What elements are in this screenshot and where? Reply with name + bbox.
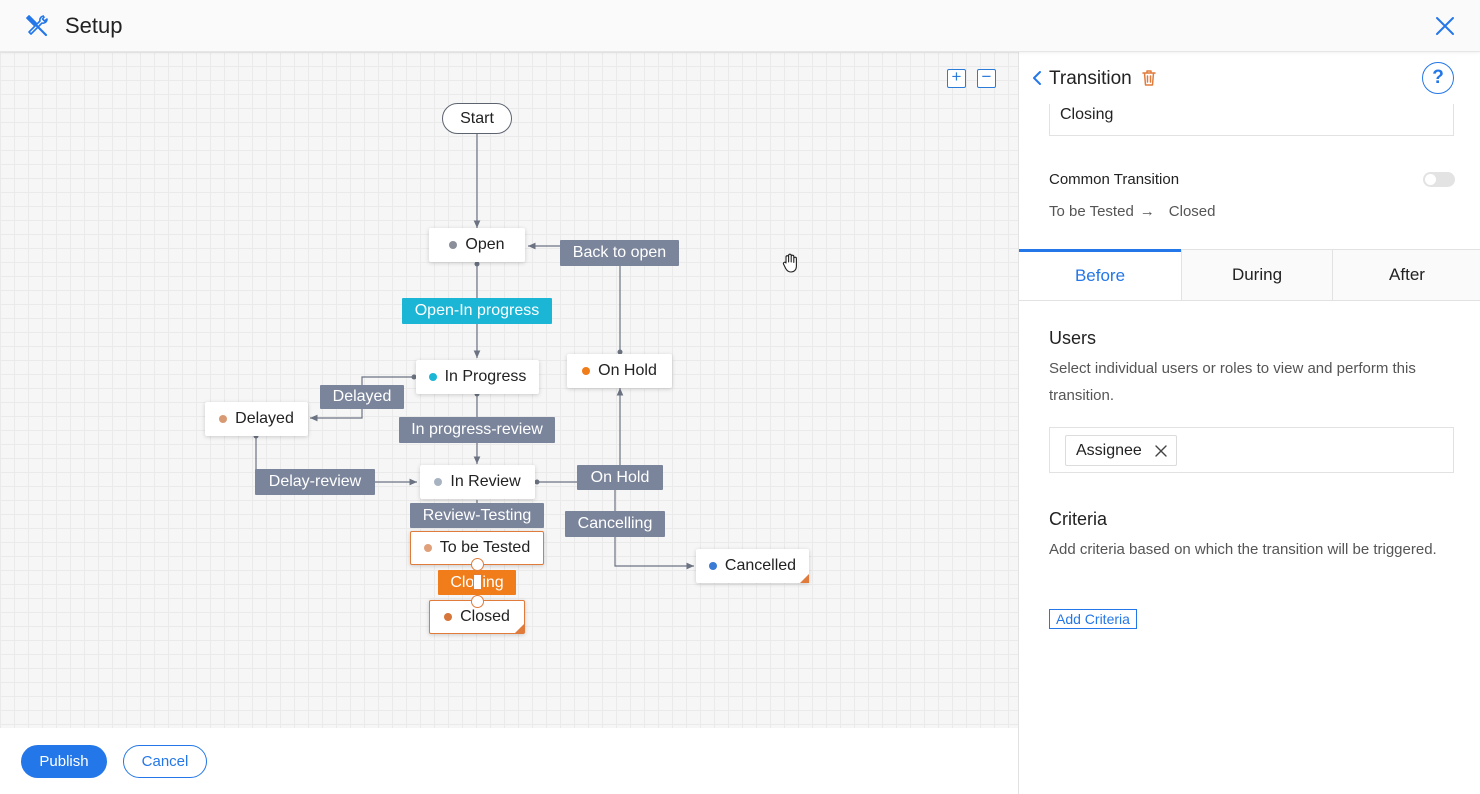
users-description: Select individual users or roles to view… xyxy=(1049,360,1416,404)
state-delayed[interactable]: Delayed xyxy=(205,402,308,436)
transition-panel: Closing Transition ? Common Transition T… xyxy=(1018,52,1480,794)
state-open[interactable]: Open xyxy=(429,228,525,262)
remove-icon[interactable] xyxy=(1154,444,1168,458)
common-transition-toggle[interactable] xyxy=(1423,172,1455,187)
status-dot xyxy=(428,373,437,381)
status-dot xyxy=(449,241,458,249)
cancel-button[interactable]: Cancel xyxy=(123,745,207,778)
state-label: Cancelled xyxy=(724,557,797,574)
transition-name-field[interactable]: Closing xyxy=(1049,98,1454,136)
panel-header: Transition ? xyxy=(1019,52,1480,104)
zoom-in-button[interactable]: + xyxy=(947,68,966,88)
help-icon[interactable]: ? xyxy=(1422,62,1454,94)
state-label: In Progress xyxy=(444,368,527,385)
user-chip: Assignee xyxy=(1065,435,1177,466)
route-from: To be Tested xyxy=(1049,203,1134,220)
connector-drag-handle[interactable] xyxy=(473,574,482,590)
transition-open-in-progress[interactable]: Open-In progress xyxy=(402,298,552,324)
transition-review-testing[interactable]: Review-Testing xyxy=(410,503,544,528)
zoom-out-button[interactable]: − xyxy=(977,68,996,88)
transition-back-to-open[interactable]: Back to open xyxy=(560,240,679,266)
connector-handle-top[interactable] xyxy=(471,558,484,571)
footer-bar: Publish Cancel xyxy=(0,728,1018,794)
add-criteria-button[interactable]: Add Criteria xyxy=(1049,609,1137,629)
state-label: To be Tested xyxy=(439,539,531,556)
status-dot xyxy=(434,478,443,486)
page-title: Setup xyxy=(65,13,123,38)
status-dot xyxy=(444,613,453,621)
publish-button[interactable]: Publish xyxy=(21,745,107,778)
toggle-knob xyxy=(1425,174,1436,185)
setup-header: Setup xyxy=(0,0,1480,52)
transition-cancelling[interactable]: Cancelling xyxy=(565,511,665,537)
tab-after[interactable]: After xyxy=(1332,250,1480,300)
state-in-review[interactable]: In Review xyxy=(420,465,535,499)
arrow-right-icon: → xyxy=(1139,203,1155,220)
common-transition-label: Common Transition xyxy=(1049,171,1180,188)
tab-before[interactable]: Before xyxy=(1019,249,1181,299)
start-node[interactable]: Start xyxy=(442,103,512,134)
panel-title: Transition xyxy=(1049,68,1132,89)
transition-on-hold[interactable]: On Hold xyxy=(577,465,663,490)
state-label: Delayed xyxy=(235,410,294,427)
users-title: Users xyxy=(1049,328,1097,348)
trash-icon[interactable] xyxy=(1141,69,1157,87)
route-to: Closed xyxy=(1168,203,1216,220)
state-label: On Hold xyxy=(598,362,657,379)
criteria-title: Criteria xyxy=(1049,509,1108,529)
status-dot xyxy=(219,415,228,423)
connector-handle-bottom[interactable] xyxy=(471,595,484,608)
criteria-description: Add criteria based on which the transiti… xyxy=(1049,541,1437,558)
status-dot xyxy=(582,367,591,375)
state-label: Open xyxy=(465,236,505,253)
state-label: Closed xyxy=(460,608,510,625)
tab-during[interactable]: During xyxy=(1181,250,1332,300)
chip-label: Assignee xyxy=(1076,441,1142,459)
tab-bar: Before During After xyxy=(1019,249,1480,301)
transition-delay-review[interactable]: Delay-review xyxy=(255,469,375,495)
workflow-canvas[interactable]: + − Start Open In Progress On Hold Delay… xyxy=(0,52,1018,728)
state-cancelled[interactable]: Cancelled xyxy=(696,549,809,583)
close-icon[interactable] xyxy=(1432,13,1458,39)
tools-icon xyxy=(26,15,48,37)
state-in-progress[interactable]: In Progress xyxy=(416,360,539,394)
state-on-hold[interactable]: On Hold xyxy=(567,354,672,388)
status-dot xyxy=(423,544,432,552)
state-label: In Review xyxy=(450,473,521,490)
edge-review-cancelled xyxy=(614,482,694,570)
transition-delayed[interactable]: Delayed xyxy=(320,385,404,409)
chevron-left-icon[interactable] xyxy=(1031,69,1043,87)
hand-cursor-icon xyxy=(782,253,797,273)
users-input[interactable]: Assignee xyxy=(1049,427,1454,473)
transition-route: To be Tested → Closed xyxy=(1049,203,1222,220)
status-dot xyxy=(708,562,717,570)
transition-in-progress-review[interactable]: In progress-review xyxy=(399,417,555,443)
